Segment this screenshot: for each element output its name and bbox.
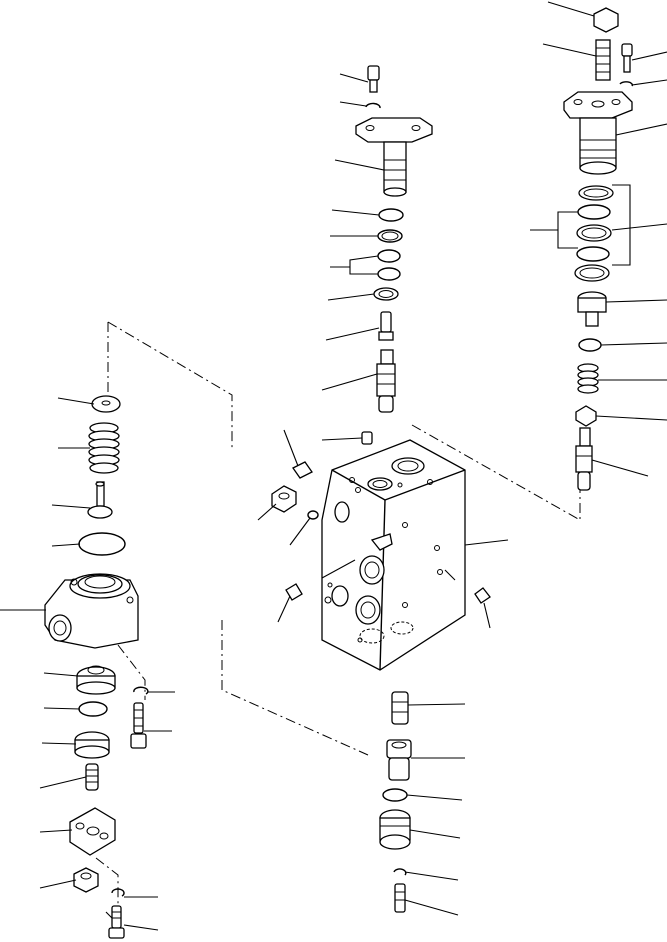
- plug-right-part: [474, 587, 491, 604]
- plug-angle-part: [292, 461, 313, 479]
- bottom-bolt-part: [394, 883, 406, 913]
- pilot-piston-part: [378, 311, 394, 341]
- plug-top-part: [361, 431, 373, 445]
- cylinder-right-part: [579, 117, 617, 175]
- adjust-screw-part: [595, 39, 611, 81]
- bottom-plug-part: [379, 809, 411, 850]
- seat-part: [76, 665, 116, 695]
- spool-right-part: [575, 427, 593, 491]
- check-o-ring-part: [382, 788, 408, 802]
- right-assembly: [563, 7, 633, 491]
- o-ring-b-part: [377, 249, 401, 263]
- o-ring-right-part: [578, 338, 602, 352]
- rings-right-part: [574, 185, 614, 282]
- center-top-stack: [355, 65, 433, 413]
- hex-nut-top-part: [593, 7, 619, 33]
- small-bolt-right-part: [621, 43, 633, 73]
- o-ring-a-part: [378, 208, 404, 222]
- side-bolt-part: [130, 702, 147, 749]
- cover-plate-part: [355, 117, 433, 143]
- valve-body-part: [321, 439, 466, 671]
- check-valve-part: [386, 739, 412, 781]
- seal-ring-part: [373, 287, 399, 301]
- flange-part: [69, 807, 116, 856]
- small-o-ring-part: [78, 701, 108, 717]
- bolt-part: [108, 905, 125, 939]
- nut-right-part: [575, 405, 597, 427]
- retaining-ring-part: [133, 686, 149, 695]
- spring-part: [88, 422, 120, 474]
- o-ring-c-part: [377, 267, 401, 281]
- fitting-o-ring-part: [307, 510, 319, 520]
- nut-part: [73, 867, 99, 893]
- backup-ring-part: [377, 229, 403, 243]
- plug-part: [74, 731, 110, 759]
- small-washer-right-part: [619, 81, 633, 87]
- snap-ring-part: [111, 888, 125, 897]
- o-ring-part: [78, 532, 126, 556]
- sleeve-part: [391, 691, 409, 725]
- cover-right-part: [563, 91, 633, 119]
- housing-part: [44, 573, 139, 649]
- left-assembly: [44, 395, 149, 939]
- spring-right-part: [577, 363, 599, 394]
- plug-left-part: [285, 583, 303, 601]
- long-spool-part: [376, 349, 396, 413]
- top-bolt-part: [367, 65, 380, 93]
- bottom-snap-ring-part: [393, 868, 407, 876]
- piston-right-part: [577, 291, 607, 327]
- spool-part: [383, 141, 407, 197]
- fitting-part: [271, 485, 297, 513]
- cap-washer-part: [91, 395, 121, 413]
- center-bottom-stack: [379, 691, 412, 913]
- poppet-pin-part: [87, 481, 113, 519]
- small-washer-part: [365, 102, 381, 109]
- stud-part: [85, 763, 99, 791]
